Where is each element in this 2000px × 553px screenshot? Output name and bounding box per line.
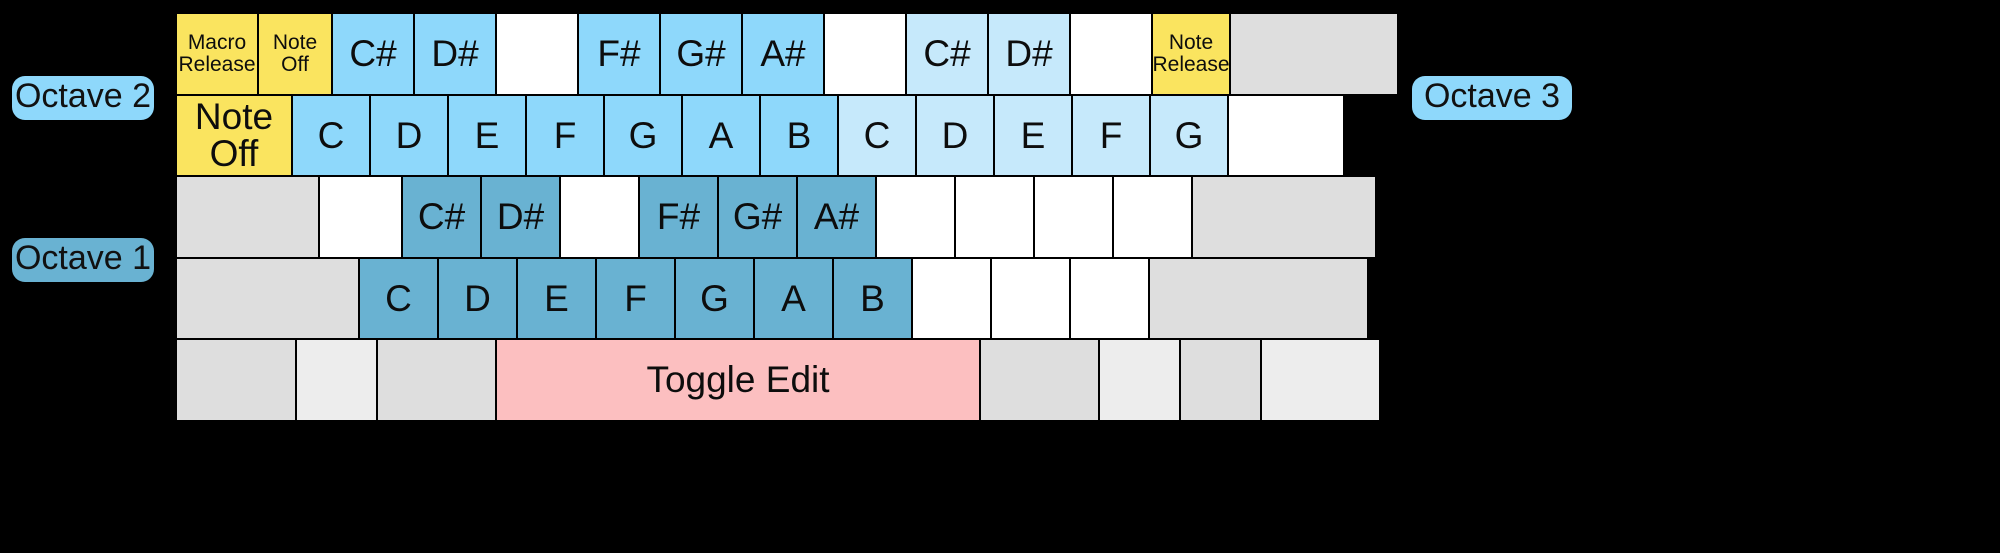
- key-e-r4c4[interactable]: E: [516, 256, 597, 341]
- key-blank-r5c6[interactable]: [1098, 338, 1181, 422]
- key-blank-r5c7[interactable]: [1179, 338, 1262, 422]
- key-dsharp-r1c4[interactable]: D#: [413, 12, 497, 96]
- keyboard-row-home-row: C#D# F#G#A#: [175, 175, 1391, 259]
- key-asharp-r3c8[interactable]: A#: [796, 175, 877, 259]
- key-gsharp-r3c7[interactable]: G#: [717, 175, 798, 259]
- key-macro-release-r1c1[interactable]: Macro Release: [175, 12, 259, 96]
- key-blank-r1c9[interactable]: [823, 12, 907, 96]
- key-a-r4c7[interactable]: A: [753, 256, 834, 341]
- key-blank-r1c5[interactable]: [495, 12, 579, 96]
- key-blank-r5c8[interactable]: [1260, 338, 1381, 422]
- key-note-off-r1c2[interactable]: Note Off: [257, 12, 333, 96]
- key-dsharp-r3c4[interactable]: D#: [480, 175, 561, 259]
- key-a-r2c7[interactable]: A: [681, 93, 761, 178]
- key-blank-r3c9[interactable]: [875, 175, 956, 259]
- key-blank-r4c10[interactable]: [990, 256, 1071, 341]
- octave-3-label: Octave 3: [1412, 76, 1572, 120]
- key-d-r2c3[interactable]: D: [369, 93, 449, 178]
- key-blank-r5c3[interactable]: [376, 338, 497, 422]
- key-csharp-r1c3[interactable]: C#: [331, 12, 415, 96]
- key-fsharp-r3c6[interactable]: F#: [638, 175, 719, 259]
- key-g-r4c6[interactable]: G: [674, 256, 755, 341]
- key-note-release-r1c13[interactable]: Note Release: [1151, 12, 1231, 96]
- key-csharp-r1c10[interactable]: C#: [905, 12, 989, 96]
- key-fsharp-r1c6[interactable]: F#: [577, 12, 661, 96]
- key-c-r4c2[interactable]: C: [358, 256, 439, 341]
- key-blank-r2c14[interactable]: [1227, 93, 1345, 178]
- key-toggle-edit-r5c4[interactable]: Toggle Edit: [495, 338, 981, 422]
- key-blank-r3c11[interactable]: [1033, 175, 1114, 259]
- key-blank-r5c1[interactable]: [175, 338, 297, 422]
- key-blank-r3c12[interactable]: [1112, 175, 1193, 259]
- key-blank-r5c5[interactable]: [979, 338, 1100, 422]
- key-note-off-r2c1[interactable]: Note Off: [175, 93, 293, 178]
- key-f-r4c5[interactable]: F: [595, 256, 676, 341]
- key-csharp-r3c3[interactable]: C#: [401, 175, 482, 259]
- key-gsharp-r1c7[interactable]: G#: [659, 12, 743, 96]
- key-blank-r1c12[interactable]: [1069, 12, 1153, 96]
- key-e-r2c4[interactable]: E: [447, 93, 527, 178]
- key-c-r2c9[interactable]: C: [837, 93, 917, 178]
- key-blank-r1c14[interactable]: [1229, 12, 1399, 96]
- key-blank-r4c9[interactable]: [911, 256, 992, 341]
- key-b-r4c8[interactable]: B: [832, 256, 913, 341]
- key-b-r2c8[interactable]: B: [759, 93, 839, 178]
- key-blank-r4c1[interactable]: [175, 256, 360, 341]
- key-f-r2c5[interactable]: F: [525, 93, 605, 178]
- key-e-r2c11[interactable]: E: [993, 93, 1073, 178]
- key-dsharp-r1c11[interactable]: D#: [987, 12, 1071, 96]
- key-blank-r3c13[interactable]: [1191, 175, 1377, 259]
- key-f-r2c12[interactable]: F: [1071, 93, 1151, 178]
- keyboard-row-space-row: Toggle Edit: [175, 338, 1391, 422]
- key-g-r2c13[interactable]: G: [1149, 93, 1229, 178]
- key-blank-r3c1[interactable]: [175, 175, 320, 259]
- key-blank-r4c11[interactable]: [1069, 256, 1150, 341]
- octave-2-label: Octave 2: [12, 76, 154, 120]
- octave-1-label: Octave 1: [12, 238, 154, 282]
- key-blank-r4c12[interactable]: [1148, 256, 1369, 341]
- key-g-r2c6[interactable]: G: [603, 93, 683, 178]
- key-blank-r5c2[interactable]: [295, 338, 378, 422]
- key-d-r4c3[interactable]: D: [437, 256, 518, 341]
- key-d-r2c10[interactable]: D: [915, 93, 995, 178]
- key-asharp-r1c8[interactable]: A#: [741, 12, 825, 96]
- key-c-r2c2[interactable]: C: [291, 93, 371, 178]
- key-blank-r3c5[interactable]: [559, 175, 640, 259]
- key-blank-r3c10[interactable]: [954, 175, 1035, 259]
- key-blank-r3c2[interactable]: [318, 175, 403, 259]
